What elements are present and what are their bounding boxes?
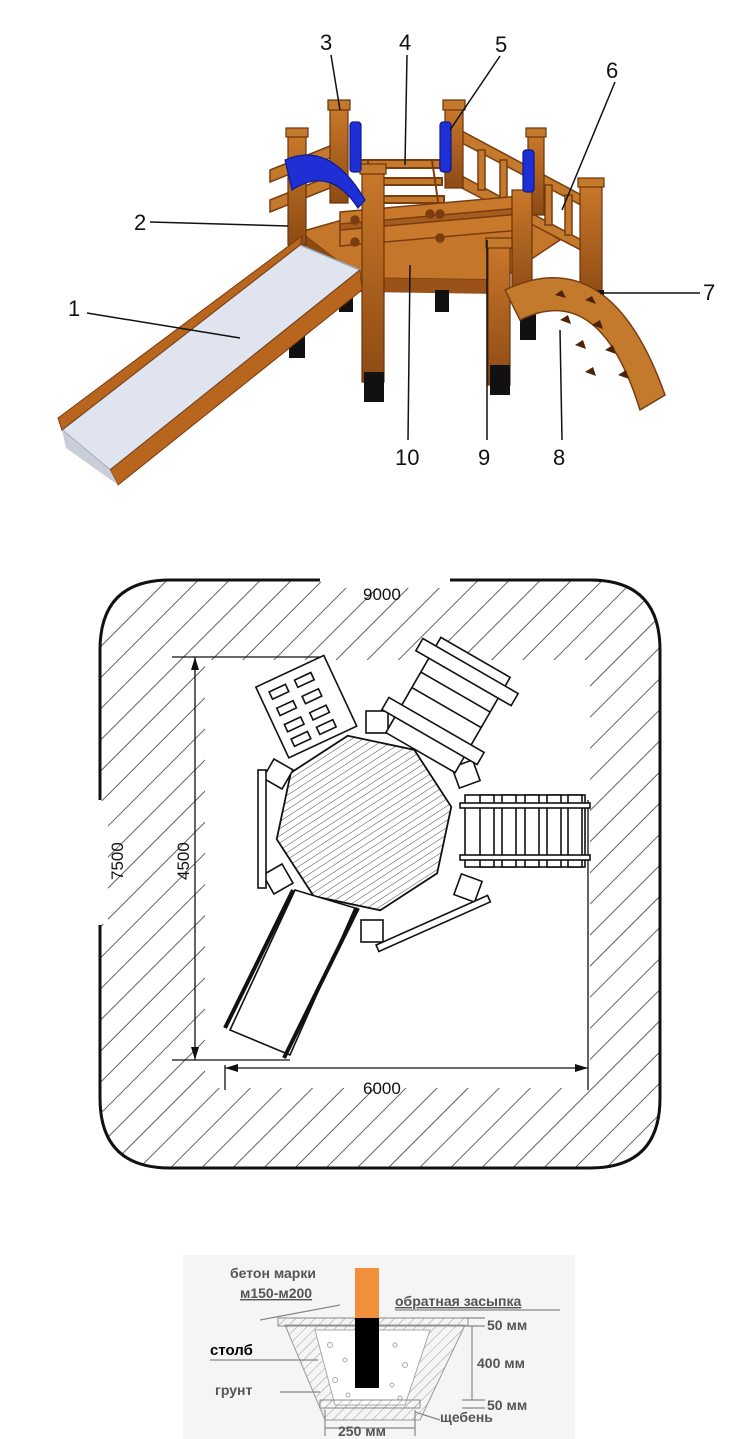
plan-view: 9000 7500 4500 6000 <box>92 572 662 1170</box>
callout-2: 2 <box>134 210 146 235</box>
callout-1: 1 <box>68 296 80 321</box>
callout-5: 5 <box>495 32 507 57</box>
callout-10: 10 <box>395 445 419 470</box>
callout-4: 4 <box>399 30 411 55</box>
callout-3: 3 <box>320 30 332 55</box>
front-fence <box>339 195 527 247</box>
plan-deck <box>275 734 453 912</box>
plan-left-bench <box>257 769 267 889</box>
callout-9: 9 <box>478 445 490 470</box>
concrete-label-1: бетон марки <box>230 1265 316 1281</box>
foundation-detail: бетон марки м150-м200 обратная засыпка 5… <box>183 1255 575 1439</box>
dim-inner-width: 6000 <box>363 1079 401 1098</box>
callout-6: 6 <box>606 58 618 83</box>
dim-overall-width: 9000 <box>363 585 401 604</box>
width-label: 250 мм <box>338 1423 386 1439</box>
top-layer-label: 50 мм <box>487 1317 527 1333</box>
callout-8: 8 <box>553 445 565 470</box>
climbing-ramp <box>503 277 666 412</box>
post-label: столб <box>210 1342 253 1359</box>
ground-label: грунт <box>215 1382 252 1398</box>
gravel-label: щебень <box>440 1409 493 1425</box>
concrete-label-2: м150-м200 <box>240 1285 312 1301</box>
depth-label: 400 мм <box>477 1355 525 1371</box>
callout-labels: 1 2 3 4 5 6 7 8 9 10 <box>68 30 715 470</box>
playground-illustration <box>57 99 666 486</box>
plan-slide <box>223 889 360 1059</box>
slide <box>57 234 363 486</box>
plan-lower-bench <box>374 894 492 953</box>
dim-overall-height: 7500 <box>108 842 127 880</box>
dim-inner-height: 4500 <box>174 842 193 880</box>
plan-bridge <box>459 794 591 868</box>
bottom-layer-label: 50 мм <box>487 1397 527 1413</box>
backfill-label: обратная засыпка <box>395 1293 521 1309</box>
blue-handles <box>284 121 535 209</box>
plan-ladder <box>380 636 520 774</box>
safety-zone <box>100 580 660 1168</box>
foundation-post <box>355 1268 379 1320</box>
callout-leaders <box>86 54 700 441</box>
plan-ramp <box>254 654 358 759</box>
plan-posts <box>261 710 484 943</box>
callout-7: 7 <box>703 280 715 305</box>
